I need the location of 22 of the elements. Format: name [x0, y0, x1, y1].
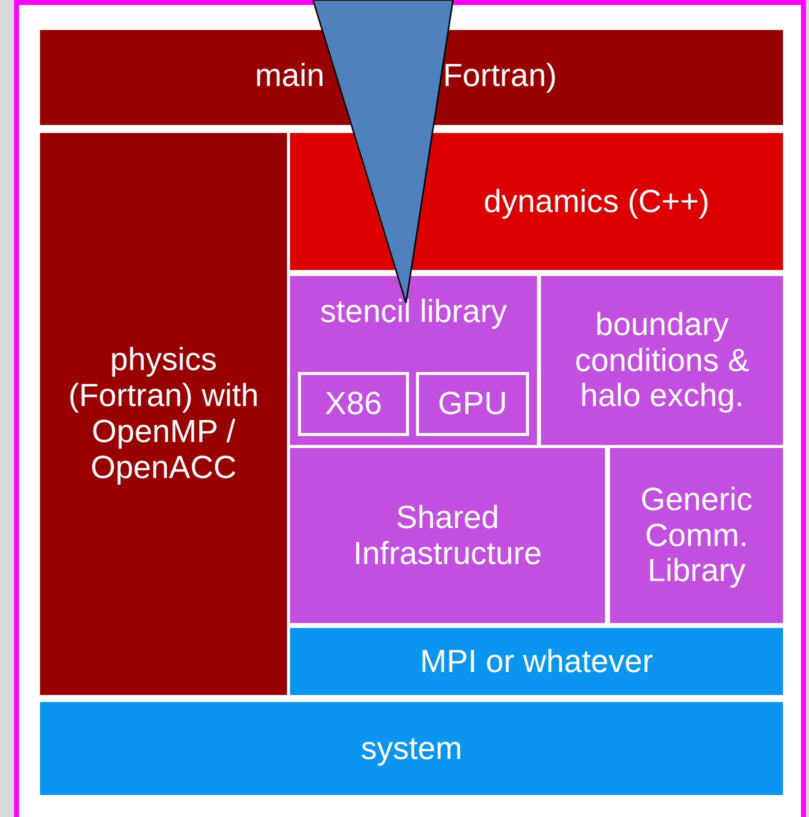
sub-box — [416, 372, 529, 436]
layer-box — [610, 448, 783, 623]
layer-label: GPU — [438, 386, 508, 422]
layer-label: Generic Comm. Library — [639, 482, 754, 590]
layer-label: Fortran) — [443, 58, 557, 94]
sub-box — [298, 372, 409, 436]
layer-label: Shared Infrastructure — [352, 500, 543, 572]
layer-label: X86 — [325, 386, 382, 422]
layer-label: boundary conditions & halo exchg. — [574, 306, 750, 414]
layer-label: main — [255, 58, 324, 94]
layer-box — [290, 276, 537, 445]
layer-label: MPI or whatever — [420, 644, 653, 680]
layer-box — [40, 133, 287, 695]
layer-label: dynamics (C++) — [484, 184, 710, 220]
layer-box — [541, 276, 783, 445]
layer-box — [290, 448, 605, 623]
layer-label: stencil library — [320, 294, 507, 330]
layer-label: system — [360, 730, 462, 766]
layer-box — [290, 133, 783, 270]
layer-label: physics (Fortran) with OpenMP / OpenACC — [67, 342, 260, 486]
layer-box — [40, 702, 783, 795]
layer-box — [290, 628, 783, 695]
